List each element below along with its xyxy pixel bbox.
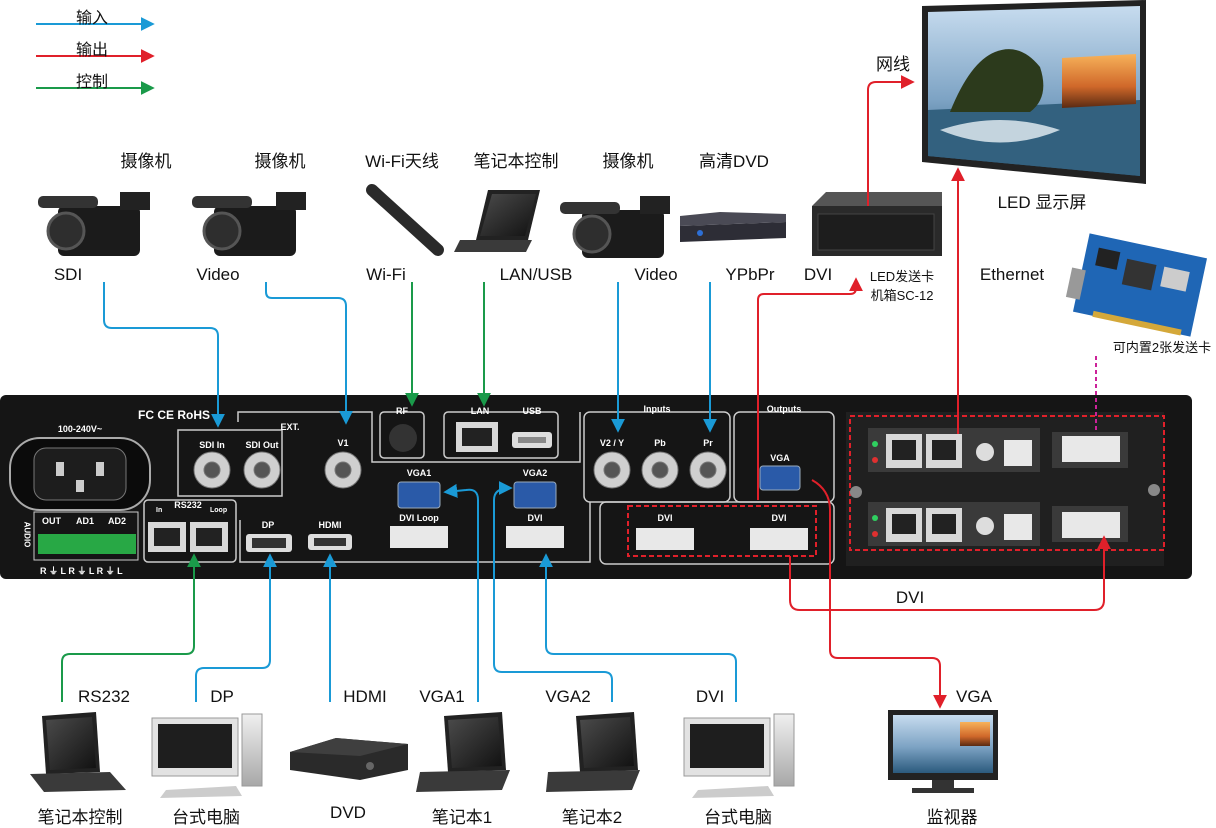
panel-inputs-label: Inputs: [643, 404, 671, 414]
panel-v2y-label: V2 / Y: [599, 438, 625, 448]
sender-box-model-label: 机箱SC-12: [870, 288, 934, 303]
panel-vga1-label: VGA1: [406, 468, 432, 478]
panel-audio-label: AUDIO: [22, 521, 32, 548]
dvd-player-icon: [290, 738, 408, 780]
port-hdmi-label: HDMI: [343, 687, 387, 706]
sender-box-label: LED发送卡: [869, 269, 935, 284]
camera-icon: [38, 192, 150, 256]
panel-sdi-in-label: SDI In: [199, 440, 225, 450]
panel-rs232-label: RS232: [174, 500, 202, 510]
desktop-pc-icon: [151, 713, 263, 798]
device-dvd-label: DVD: [330, 803, 366, 822]
ethernet-label: Ethernet: [979, 265, 1045, 284]
panel-lan-label: LAN: [470, 406, 490, 416]
sender-card-icon: [1065, 233, 1208, 337]
panel-rs232-in-label: In: [156, 507, 163, 514]
port-vga2-label: VGA2: [545, 687, 591, 706]
desktop-pc-icon: [683, 713, 795, 798]
device-camera-2-label: 摄像机: [254, 152, 306, 171]
port-ypbpr-label: YPbPr: [725, 265, 775, 284]
panel-power-label: 100-240V~: [57, 424, 103, 434]
port-rs232-label: RS232: [78, 687, 130, 706]
panel-vga2-label: VGA2: [522, 468, 548, 478]
panel-audio-out-label: OUT: [42, 516, 61, 526]
device-laptop-control-label: 笔记本控制: [473, 152, 559, 171]
bnc-connectors: [193, 451, 727, 489]
port-dvi-in-label: DVI: [695, 687, 725, 706]
panel-pb-label: Pb: [654, 438, 666, 448]
panel-hdmi-label: HDMI: [318, 520, 342, 530]
wifi-antenna-icon: [366, 184, 444, 256]
panel-dvi-out-1-label: DVI: [657, 513, 673, 523]
panel-usb-label: USB: [522, 406, 542, 416]
panel-pr-label: Pr: [703, 438, 713, 448]
panel-ad2-label: AD2: [108, 516, 127, 526]
device-notebook-2-label: 笔记本2: [561, 808, 623, 827]
laptop-icon: [416, 712, 510, 792]
panel-rf-label: RF: [396, 406, 408, 416]
port-dvi-out-label: DVI: [803, 265, 833, 284]
panel-ext-label: EXT.: [280, 422, 300, 432]
camera-icon: [560, 196, 670, 258]
device-desktop-1-label: 台式电脑: [172, 808, 240, 827]
port-video-1-label: Video: [196, 265, 240, 284]
hd-dvd-icon: [680, 212, 786, 242]
panel-v1-label: V1: [337, 438, 349, 448]
device-camera-3-label: 摄像机: [602, 152, 654, 171]
legend-input-label: 输入: [76, 10, 109, 27]
panel-sdi-out-label: SDI Out: [245, 440, 279, 450]
panel-dvi-out-2-label: DVI: [771, 513, 787, 523]
port-vga-out-label: VGA: [956, 687, 992, 706]
port-wifi-label: Wi-Fi: [366, 265, 406, 284]
device-laptop-control-bottom-label: 笔记本控制: [37, 808, 123, 827]
port-sdi-label: SDI: [53, 265, 83, 284]
device-monitor-label: 监视器: [926, 808, 978, 827]
device-hd-dvd-label: 高清DVD: [699, 152, 769, 171]
panel-outputs-label: Outputs: [766, 404, 802, 414]
device-desktop-2-label: 台式电脑: [704, 808, 772, 827]
panel-audio-pins-label: R ⏚ L R ⏚ L R ⏚ L: [40, 566, 123, 576]
panel-ad1-label: AD1: [76, 516, 95, 526]
laptop-icon: [546, 712, 640, 792]
panel-rs232-loop-label: Loop: [210, 507, 228, 514]
legend-output-label: 输出: [76, 42, 109, 59]
device-camera-1-label: 摄像机: [120, 152, 172, 171]
builtin-cards-label: 可内置2张发送卡: [1112, 340, 1212, 355]
panel-cert-label: FC CE RoHS: [138, 408, 210, 422]
led-screen-label: LED 显示屏: [997, 193, 1087, 212]
led-display-icon: [922, 0, 1146, 184]
port-video-2-label: Video: [634, 265, 678, 284]
port-lan-usb-label: LAN/USB: [499, 265, 573, 284]
panel-vga-out-label: VGA: [770, 453, 790, 463]
panel-dp-label: DP: [261, 520, 275, 530]
monitor-icon: [888, 710, 998, 793]
port-dp-label: DP: [210, 687, 234, 706]
dvi-loop-wire-label: DVI: [895, 588, 925, 607]
legend-control-label: 控制: [76, 74, 109, 91]
laptop-icon: [30, 712, 126, 792]
port-vga1-label: VGA1: [419, 687, 465, 706]
panel-dvi-in-label: DVI: [527, 513, 543, 523]
laptop-icon: [454, 190, 540, 252]
panel-dvi-loop-label: DVI Loop: [399, 513, 439, 523]
cable-label: 网线: [876, 55, 910, 74]
camera-icon: [192, 192, 306, 256]
device-wifi-label: Wi-Fi天线: [365, 152, 439, 171]
sender-box-icon: [812, 192, 942, 256]
device-notebook-1-label: 笔记本1: [431, 808, 493, 827]
